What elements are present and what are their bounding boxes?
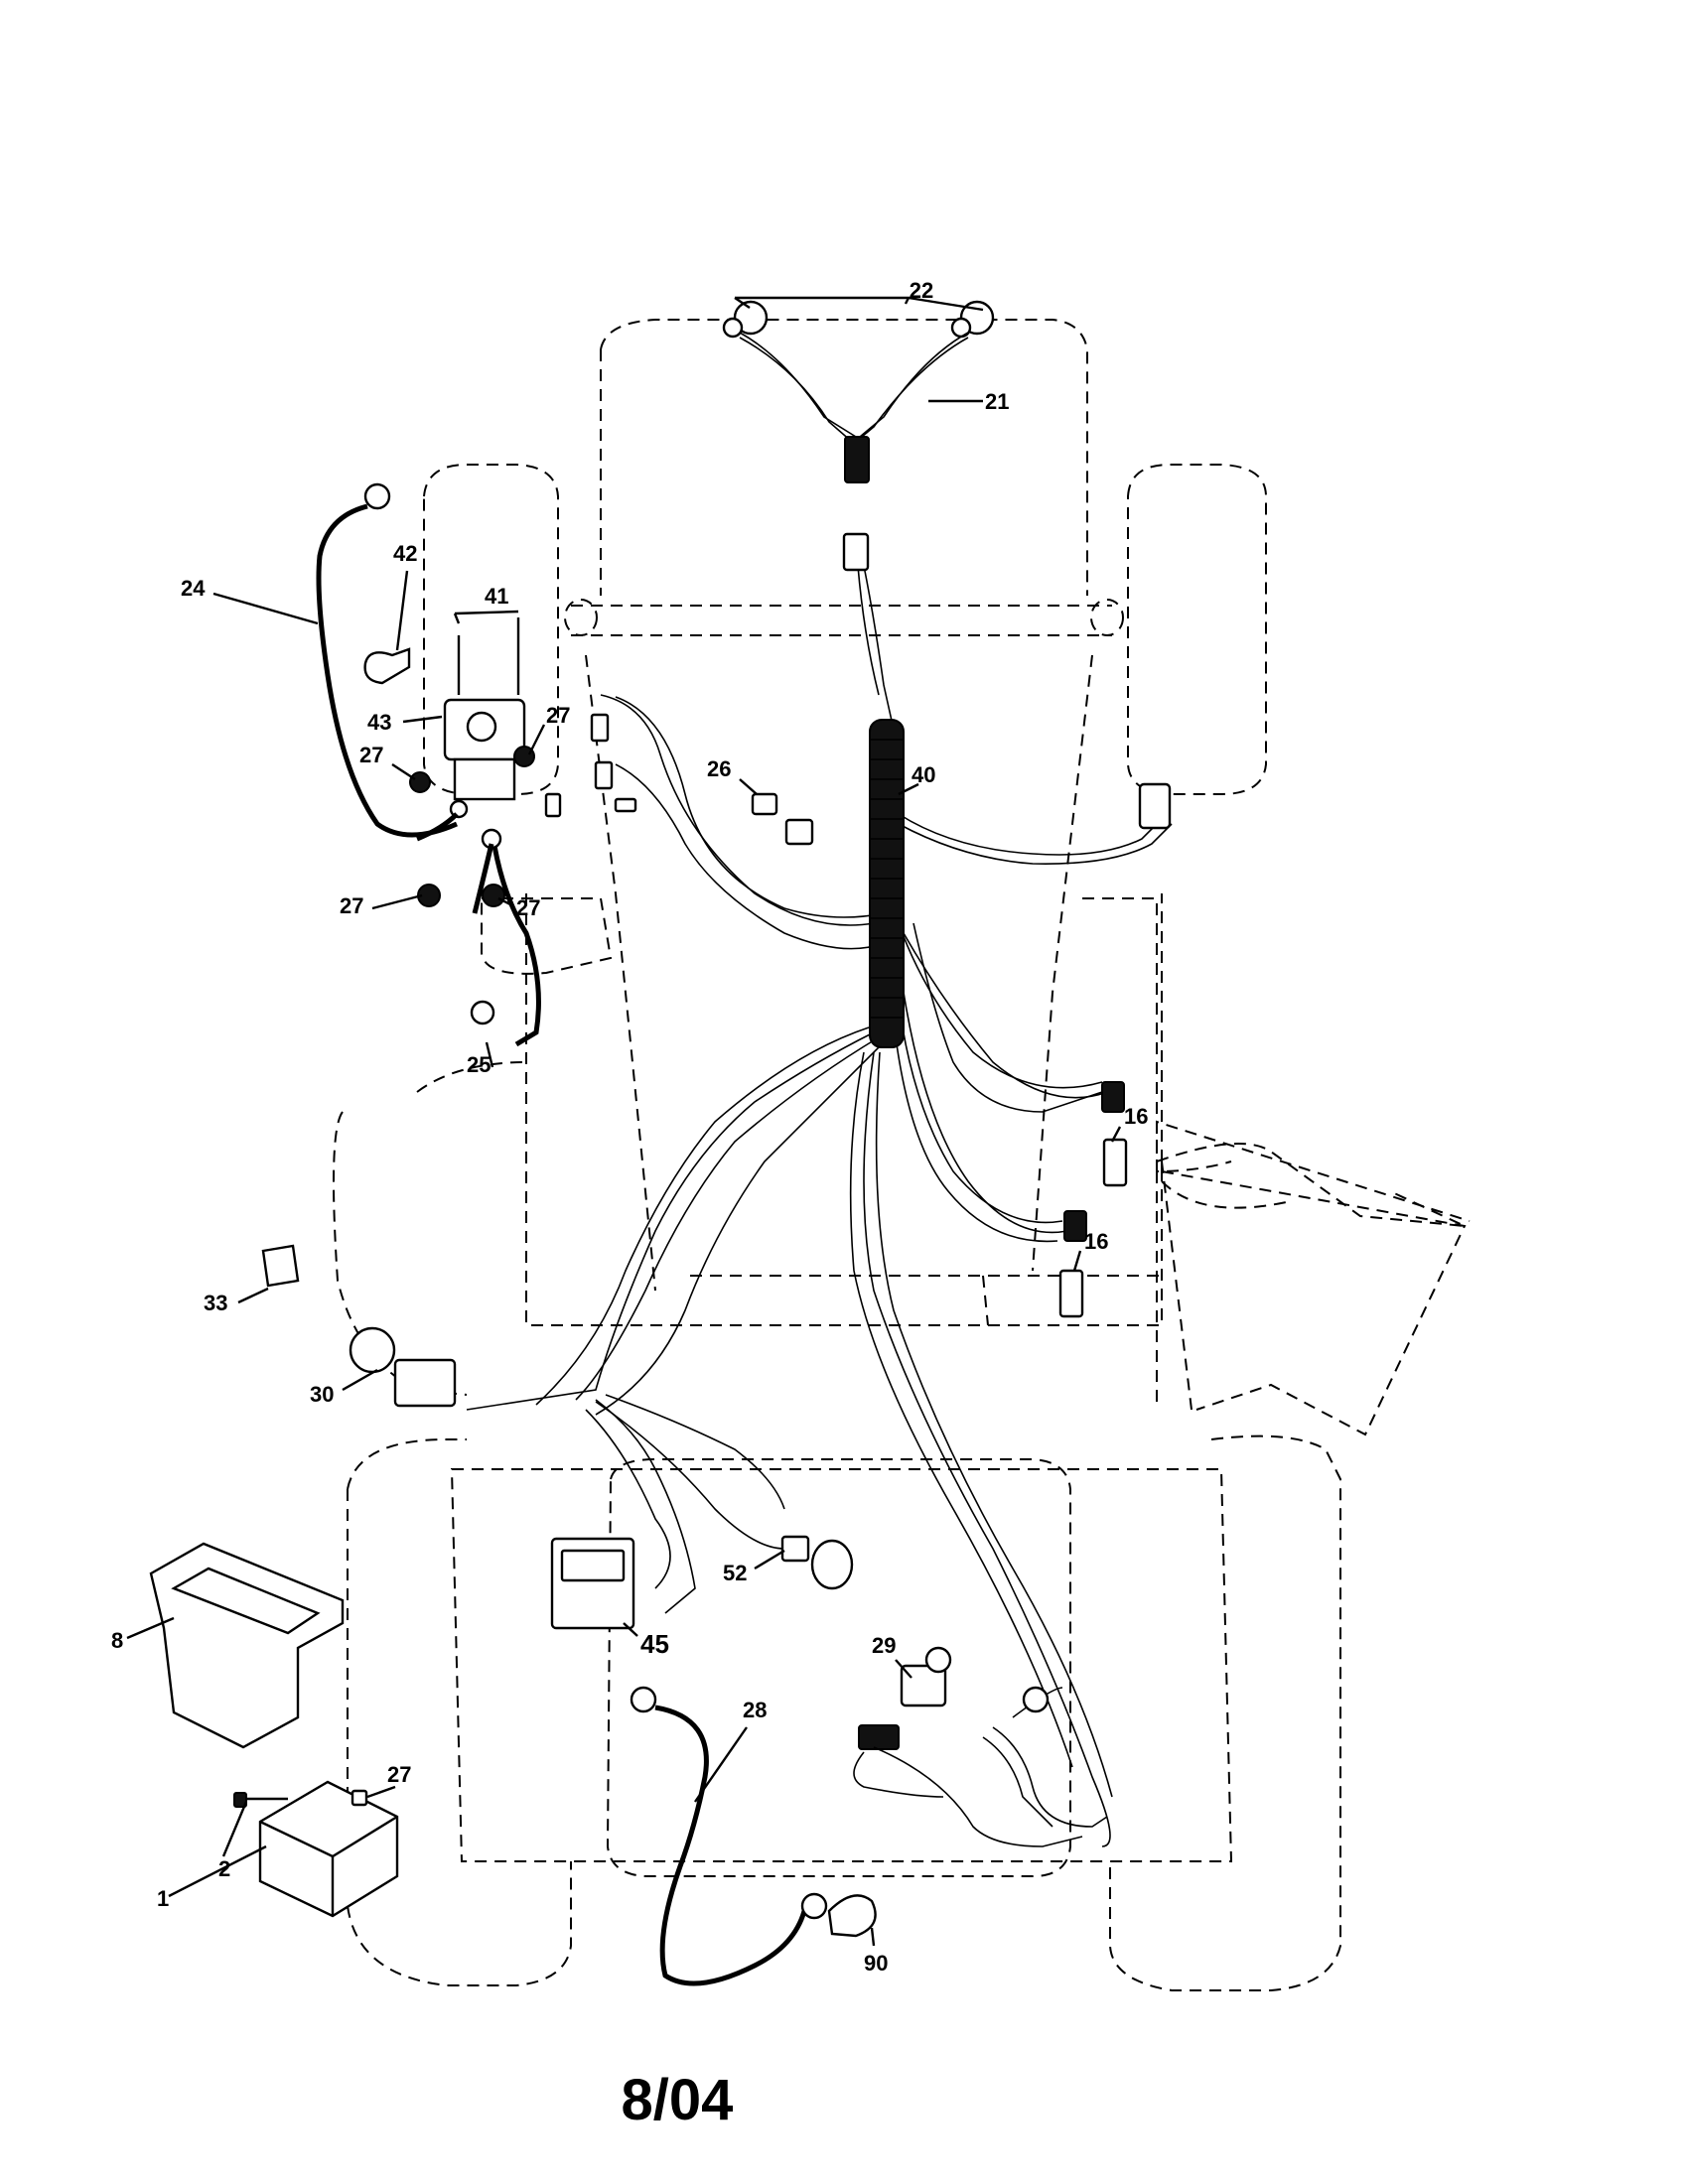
- callout-24: 24: [181, 576, 206, 601]
- nut-27-a: [409, 771, 431, 793]
- callout-90: 90: [864, 1951, 888, 1976]
- bulb-52-socket: [780, 1535, 810, 1563]
- leader-lines: [126, 296, 1122, 1947]
- callout-45: 45: [640, 1629, 669, 1659]
- callout-2: 2: [218, 1856, 230, 1881]
- callout-27-battery: 27: [387, 1762, 411, 1787]
- connector-16-lower: [1063, 1210, 1087, 1242]
- switch-16-lower: [1058, 1269, 1084, 1318]
- tractor-outline: [333, 319, 1471, 1991]
- cable-28-terminal-ring-bottom: [800, 1892, 828, 1920]
- date-code: 8/04: [622, 2068, 734, 2132]
- main-wiring-harness: [466, 565, 1173, 1847]
- callout-8: 8: [111, 1628, 123, 1653]
- callout-27-left: 27: [359, 743, 383, 767]
- fuse-26-a: [751, 792, 778, 816]
- callout-22: 22: [910, 278, 933, 303]
- battery-1: [233, 1780, 399, 1918]
- callout-40: 40: [912, 762, 935, 787]
- bulb-52: [810, 1539, 854, 1590]
- callout-1: 1: [157, 1886, 169, 1911]
- pto-connector: [1138, 782, 1172, 830]
- callout-16-lower: 16: [1084, 1229, 1108, 1254]
- headlight-connector-socket: [842, 532, 870, 572]
- cable-24-terminal-ring: [363, 482, 391, 510]
- callout-52: 52: [723, 1561, 747, 1585]
- callout-28: 28: [743, 1698, 767, 1722]
- battery-cables: [316, 482, 828, 1986]
- boot-90: [827, 1894, 877, 1938]
- cable-25-terminal-ring: [470, 1000, 495, 1025]
- nut-27-d: [482, 884, 505, 907]
- ground-ring-terminal: [1022, 1686, 1050, 1713]
- plug-connector: [858, 1724, 900, 1750]
- callout-25: 25: [467, 1052, 491, 1077]
- connectors: [261, 713, 1172, 1938]
- seat-switch-29: [900, 1664, 947, 1707]
- callout-42: 42: [393, 541, 417, 566]
- fuse-26-b: [784, 818, 814, 846]
- rectifier-33: [261, 1244, 300, 1288]
- connector-16-upper: [1101, 1081, 1125, 1113]
- headlights-assembly: [722, 300, 995, 572]
- callout-33: 33: [204, 1291, 227, 1315]
- boot-42: [363, 647, 411, 685]
- callout-27-right: 27: [546, 703, 570, 728]
- callout-29: 29: [872, 1633, 896, 1658]
- solenoid-assembly: [363, 617, 535, 914]
- callout-41: 41: [485, 584, 508, 609]
- callout-labels: 22 21 24 42 41 43 27 27 27 27 27 26 40 2…: [111, 278, 1148, 1976]
- callout-16-upper: 16: [1124, 1104, 1148, 1129]
- nut-27-b: [513, 746, 535, 767]
- callout-30: 30: [310, 1382, 334, 1407]
- callout-26: 26: [707, 756, 731, 781]
- harness-sleeve: [869, 719, 905, 1048]
- callout-27-lower-right: 27: [516, 895, 540, 920]
- switch-16-upper: [1102, 1138, 1128, 1187]
- ignition-connector-30: [393, 1358, 457, 1408]
- callout-21: 21: [985, 389, 1009, 414]
- solenoid-base: [453, 757, 516, 801]
- callout-27-lower-left: 27: [340, 893, 363, 918]
- cable-28-terminal-ring-top: [630, 1686, 657, 1713]
- callout-43: 43: [367, 710, 391, 735]
- headlight-connector-plug: [844, 436, 870, 483]
- battery-box-8: [149, 1542, 345, 1749]
- ignition-switch-30: [349, 1326, 396, 1374]
